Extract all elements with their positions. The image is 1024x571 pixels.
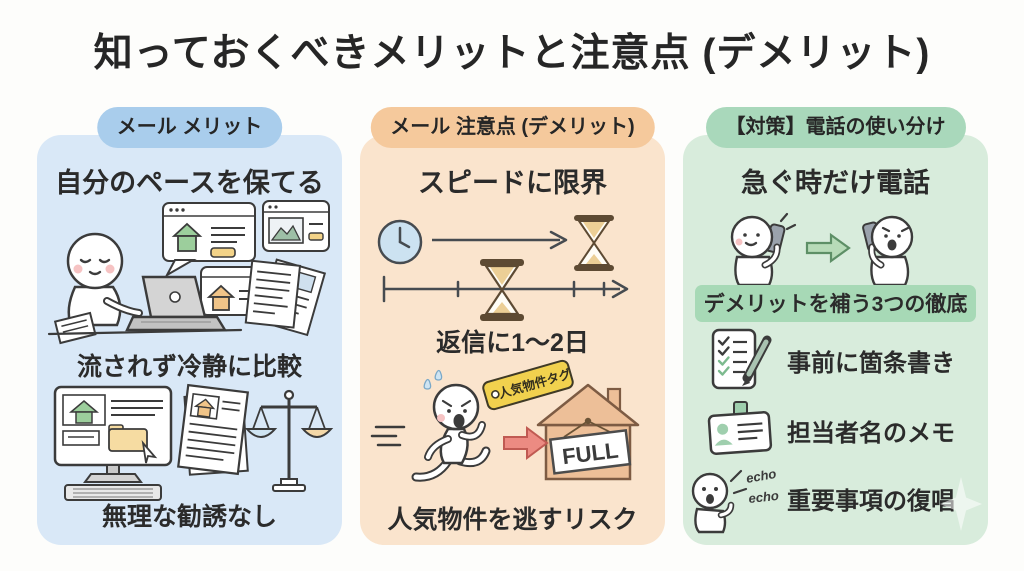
solution-item-label: 事前に箇条書き — [787, 349, 955, 377]
missed-property-illustration: FULL — [370, 359, 654, 499]
merit-heading: 自分のペースを保てる — [55, 168, 324, 198]
solution-badge: 【対策】電話の使い分け — [705, 107, 966, 148]
solution-item-bullet-points: 事前に箇条書き — [693, 327, 981, 393]
phone-call-illustration — [707, 209, 965, 291]
hourglass-top-icon — [574, 215, 614, 271]
solution-column: 【対策】電話の使い分け 急ぐ時だけ電話 — [683, 107, 988, 545]
caller-person-icon — [730, 212, 797, 287]
merit-badge: メール メリット — [96, 107, 283, 148]
documents-icon — [244, 258, 327, 337]
id-card-icon — [693, 401, 787, 458]
reply-timeline-illustration — [374, 215, 650, 321]
balance-scale-icon — [244, 389, 334, 492]
wait-arrow — [432, 230, 568, 250]
solution-item-label: 担当者名のメモ — [787, 419, 955, 447]
monitor-icon — [53, 385, 173, 501]
browser-window-image-icon — [262, 200, 330, 252]
laptop-icon — [125, 275, 228, 332]
green-arrow-icon — [805, 232, 851, 264]
receiver-person-icon — [862, 215, 914, 287]
merit-caption-no-pressure: 無理な勧誘なし — [101, 503, 277, 531]
hourglass-mid-icon — [480, 259, 524, 321]
solution-item-name-memo: 担当者名のメモ — [693, 397, 981, 463]
demerit-badge: メール 注意点 (デメリット) — [370, 107, 655, 148]
desk-paper-icon — [47, 311, 243, 345]
demerit-caption-missed-risk: 人気物件を逃すリスク — [387, 506, 638, 534]
running-person-icon — [411, 369, 491, 482]
speed-lines — [370, 425, 406, 447]
papers-icon — [177, 383, 250, 476]
merit-caption-compare: 流されず冷静に比較 — [76, 353, 302, 381]
person-at-laptop-icon — [66, 232, 143, 327]
merit-column: メール メリット 自分のペースを保てる — [37, 107, 342, 545]
full-house-icon: FULL — [536, 383, 640, 481]
solution-item-label: 重要事項の復唱 — [787, 487, 955, 515]
demerit-caption-reply-days: 返信に1〜2日 — [436, 329, 589, 357]
echo-label-1: echo — [745, 466, 778, 486]
page-title: 知っておくべきメリットと注意点 (デメリット) — [93, 32, 931, 75]
laptop-browsing-illustration — [45, 200, 333, 346]
echo-person-icon: echo echo — [691, 463, 787, 534]
clock-icon — [377, 219, 423, 265]
echo-label-2: echo — [748, 488, 780, 506]
demerit-column: メール 注意点 (デメリット) スピードに限界 — [360, 107, 665, 545]
monitor-scale-illustration — [49, 383, 334, 503]
solution-highlight-text: デメリットを補う3つの徹底 — [694, 285, 977, 322]
solution-highlight-row: デメリットを補う3つの徹底 — [683, 285, 988, 322]
browser-window-house-icon — [162, 202, 256, 278]
rush-arrow-icon — [503, 426, 549, 460]
demerit-heading: スピードに限界 — [418, 168, 607, 198]
checklist-pen-icon — [693, 328, 787, 392]
solution-item-repeat-back: echo echo 重要事項の復唱 — [691, 463, 981, 534]
solution-heading: 急ぐ時だけ電話 — [741, 168, 930, 198]
popular-property-tag: 人気物件タグ — [482, 359, 574, 411]
